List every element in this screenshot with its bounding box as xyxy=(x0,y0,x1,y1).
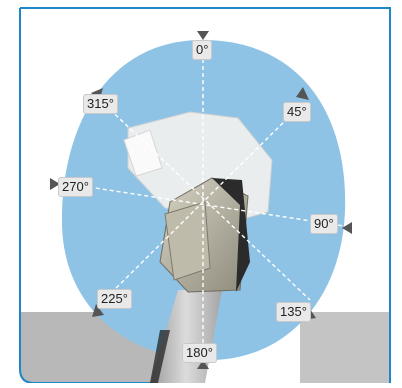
angle-label-135: 135° xyxy=(276,302,311,322)
gray-band-right xyxy=(300,312,402,383)
angle-label-90: 90° xyxy=(310,214,338,234)
angle-label-270: 270° xyxy=(58,177,93,197)
angle-label-225: 225° xyxy=(97,289,132,309)
angle-label-0: 0° xyxy=(192,40,212,60)
angle-label-180: 180° xyxy=(182,343,217,363)
angle-label-45: 45° xyxy=(283,102,311,122)
angle-label-315: 315° xyxy=(83,94,118,114)
